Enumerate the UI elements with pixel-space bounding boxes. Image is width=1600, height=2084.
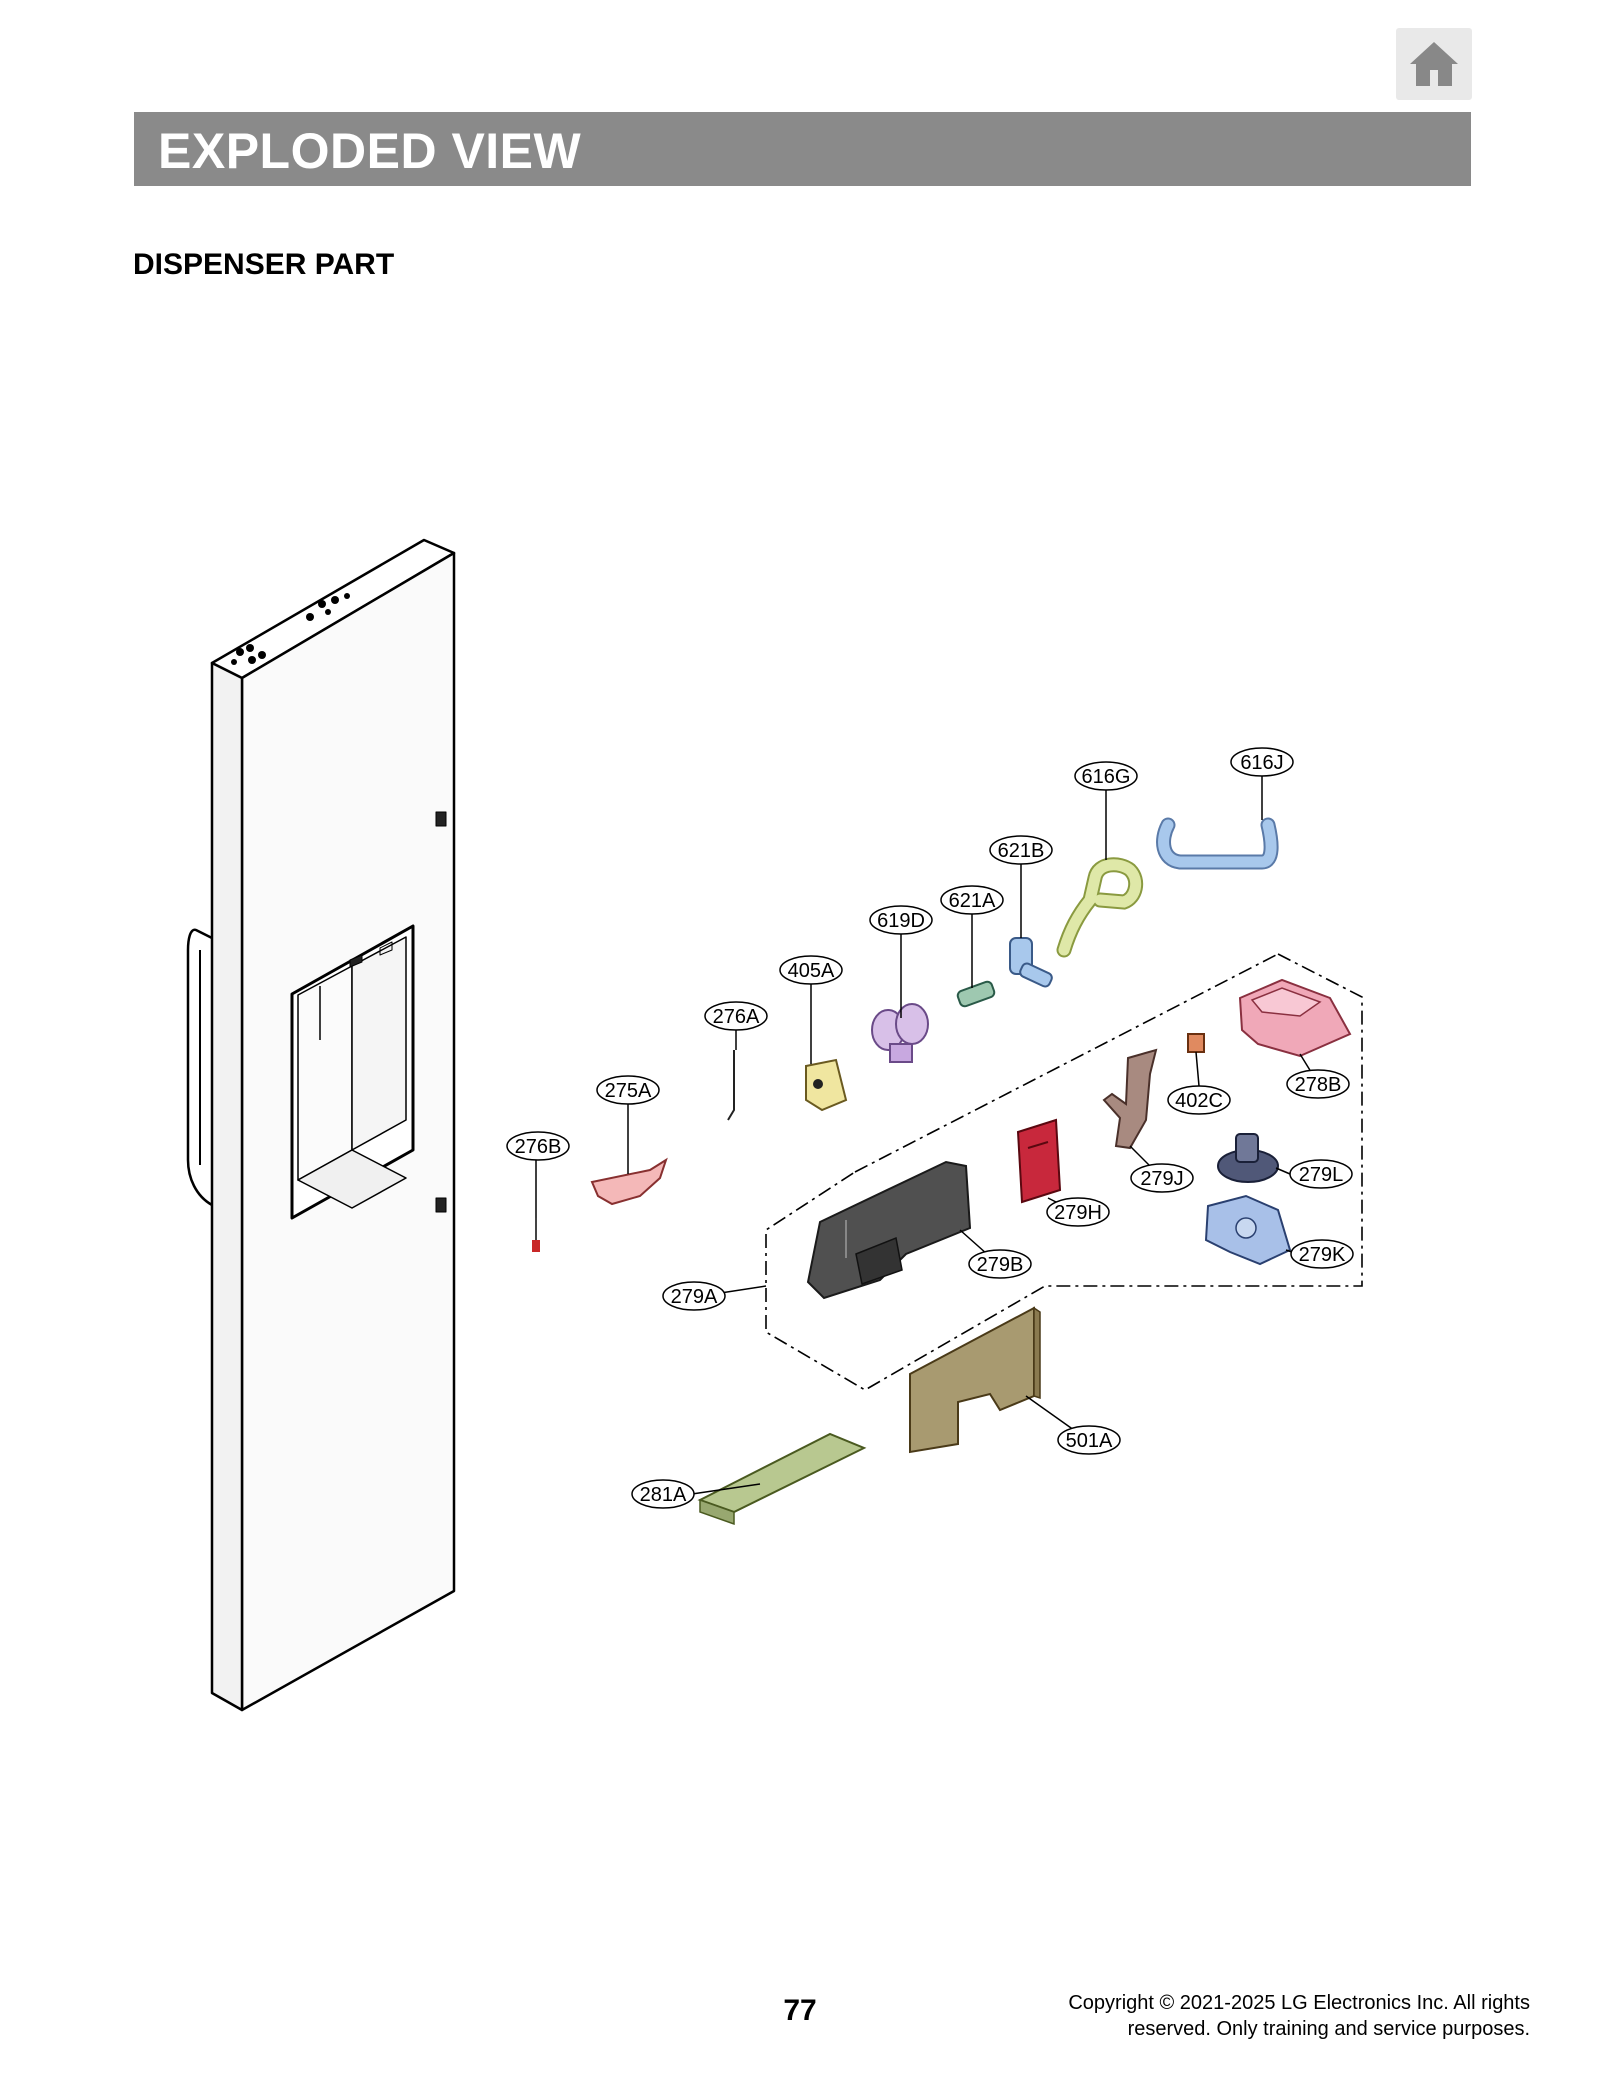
callout-616J: 616J [1230,747,1294,777]
leader-lines [535,776,1317,1495]
callout-616G: 616G [1074,761,1138,791]
part-616J [1156,817,1279,870]
section-heading: DISPENSER PART [133,248,395,281]
callout-279B: 279B [968,1249,1032,1279]
page-title: EXPLODED VIEW [158,123,582,179]
callout-275A: 275A [596,1075,660,1105]
svg-text:402C: 402C [1175,1090,1223,1112]
svg-text:279L: 279L [1299,1164,1344,1186]
callout-276B: 276B [506,1131,570,1161]
part-275A [590,1157,668,1206]
callout-279J: 279J [1130,1163,1194,1193]
assembly-group-outline [765,953,1363,1391]
copyright-line-1: Copyright © 2021-2025 LG Electronics Inc… [1068,1992,1530,2014]
callout-279L: 279L [1289,1159,1353,1189]
part-501A [909,1306,1041,1454]
part-279K [1204,1194,1292,1266]
door-top-holes [231,593,350,665]
part-281A [697,1432,867,1526]
callout-621A: 621A [940,885,1004,915]
copyright-line-2: reserved. Only training and service purp… [1127,2018,1530,2040]
home-icon [1410,42,1458,86]
svg-text:619D: 619D [877,910,925,932]
title-bar: EXPLODED VIEW [134,112,1471,186]
svg-text:621B: 621B [998,840,1045,862]
part-619D [871,1003,929,1063]
svg-text:281A: 281A [640,1484,687,1506]
callout-281A: 281A [631,1479,695,1509]
callout-279A: 279A [662,1281,726,1311]
page-number: 77 [783,1994,817,2027]
part-621B [1009,937,1053,988]
svg-text:616J: 616J [1240,752,1283,774]
svg-text:276B: 276B [515,1136,562,1158]
callout-405A: 405A [779,955,843,985]
part-405A [805,1058,848,1112]
svg-text:279J: 279J [1140,1168,1183,1190]
callout-501A: 501A [1057,1425,1121,1455]
callout-276A: 276A [704,1001,768,1031]
part-278B [1238,978,1352,1058]
svg-text:405A: 405A [788,960,835,982]
svg-text:279A: 279A [671,1286,718,1308]
callout-279K: 279K [1290,1239,1354,1269]
svg-text:279H: 279H [1054,1202,1102,1224]
home-button[interactable] [1396,28,1472,100]
part-276A [727,1050,735,1121]
svg-text:621A: 621A [949,890,996,912]
svg-text:275A: 275A [605,1080,652,1102]
svg-text:276A: 276A [713,1006,760,1028]
callout-279H: 279H [1046,1197,1110,1227]
part-279H [1016,1118,1062,1204]
part-279L [1217,1133,1279,1183]
svg-text:279B: 279B [977,1254,1024,1276]
refrigerator-door [186,538,456,1712]
part-279B [806,1160,972,1300]
svg-text:501A: 501A [1066,1430,1113,1452]
part-616G [1056,857,1144,958]
copyright-notice: Copyright © 2021-2025 LG Electronics Inc… [930,1990,1530,2042]
svg-text:278B: 278B [1295,1074,1342,1096]
callout-619D: 619D [869,905,933,935]
svg-text:279K: 279K [1299,1244,1346,1266]
part-279J [1102,1048,1158,1150]
part-276B [532,1218,540,1252]
callout-278B: 278B [1286,1069,1350,1099]
callout-402C: 402C [1167,1085,1231,1115]
svg-text:616G: 616G [1082,766,1131,788]
part-402C [1187,1033,1205,1053]
callout-621B: 621B [989,835,1053,865]
part-621A [956,980,996,1008]
